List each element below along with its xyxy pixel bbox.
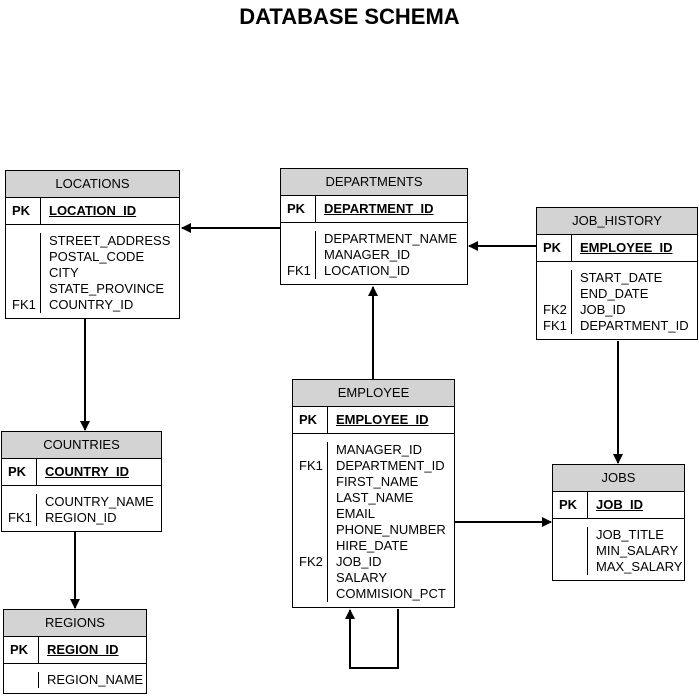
primary-key: JOB_ID	[596, 497, 643, 512]
key-marker	[8, 494, 36, 510]
attribute: REGION_NAME	[47, 672, 144, 687]
attribute: COMMISION_PCT	[336, 586, 446, 601]
entity-departments-name: DEPARTMENTS	[281, 169, 467, 196]
pk-label: PK	[553, 492, 588, 518]
key-marker	[287, 247, 315, 263]
primary-key: LOCATION_ID	[49, 203, 137, 218]
attribute: REGION_ID	[45, 510, 117, 525]
entity-job-history: JOB_HISTORY PK EMPLOYEE_ID FK2 FK1 START…	[536, 207, 698, 340]
key-marker	[12, 249, 40, 265]
attribute: MANAGER_ID	[324, 247, 410, 262]
attribute: DEPARTMENT_NAME	[324, 231, 458, 246]
attribute: START_DATE	[580, 270, 663, 285]
key-marker	[299, 442, 327, 458]
key-marker: FK1	[8, 510, 32, 525]
key-marker: FK1	[299, 458, 323, 473]
entity-employee-name: EMPLOYEE	[293, 380, 454, 407]
pk-label: PK	[293, 407, 328, 433]
attribute: JOB_ID	[580, 302, 626, 317]
attribute: DEPARTMENT_ID	[580, 318, 689, 333]
attribute: DEPARTMENT_ID	[336, 458, 445, 473]
primary-key: EMPLOYEE_ID	[580, 240, 673, 255]
pk-label: PK	[281, 196, 316, 222]
key-marker: FK2	[299, 554, 323, 569]
attribute: CITY	[49, 265, 79, 280]
attribute: MIN_SALARY	[596, 543, 679, 558]
attribute: PHONE_NUMBER	[336, 522, 446, 537]
attribute: MANAGER_ID	[336, 442, 422, 457]
primary-key: DEPARTMENT_ID	[324, 201, 434, 216]
key-marker	[299, 506, 327, 522]
key-marker	[299, 586, 327, 602]
pk-label: PK	[2, 459, 37, 485]
attribute: COUNTRY_ID	[49, 297, 134, 312]
entity-regions: REGIONS PK REGION_ID REGION_NAME	[3, 609, 147, 694]
entity-job-history-name: JOB_HISTORY	[537, 208, 697, 235]
pk-label: PK	[537, 235, 572, 261]
entity-employee: EMPLOYEE PK EMPLOYEE_ID FK1 FK2 MANAGER_…	[292, 379, 455, 608]
pk-label: PK	[4, 637, 39, 663]
attribute: POSTAL_CODE	[49, 249, 145, 264]
key-marker	[299, 490, 327, 506]
attribute: STATE_PROVINCE	[49, 281, 165, 296]
primary-key: COUNTRY_ID	[45, 464, 130, 479]
pk-label: PK	[6, 198, 41, 224]
key-marker: FK1	[12, 297, 36, 312]
key-marker	[299, 474, 327, 490]
attribute: SALARY	[336, 570, 388, 585]
attribute: COUNTRY_NAME	[45, 494, 154, 509]
entity-locations: LOCATIONS PK LOCATION_ID FK1 STREET_ADDR…	[5, 170, 180, 319]
key-marker: FK1	[287, 263, 311, 278]
key-marker	[559, 527, 587, 543]
attribute: LAST_NAME	[336, 490, 414, 505]
entity-locations-name: LOCATIONS	[6, 171, 179, 198]
attribute: LOCATION_ID	[324, 263, 410, 278]
key-marker	[543, 286, 571, 302]
key-marker	[287, 231, 315, 247]
attribute: JOB_ID	[336, 554, 382, 569]
attribute: EMAIL	[336, 506, 376, 521]
page-title: DATABASE SCHEMA	[239, 4, 460, 29]
primary-key: EMPLOYEE_ID	[336, 412, 429, 427]
key-marker: FK1	[543, 318, 567, 333]
key-marker	[12, 265, 40, 281]
key-marker	[12, 233, 40, 249]
key-marker	[299, 538, 327, 554]
key-marker: FK2	[543, 302, 567, 317]
attribute: MAX_SALARY	[596, 559, 683, 574]
entity-departments: DEPARTMENTS PK DEPARTMENT_ID FK1 DEPARTM…	[280, 168, 468, 285]
attribute: STREET_ADDRESS	[49, 233, 171, 248]
entity-jobs-name: JOBS	[553, 465, 684, 492]
attribute: HIRE_DATE	[336, 538, 408, 553]
key-marker	[299, 522, 327, 538]
entity-jobs: JOBS PK JOB_ID JOB_TITLE MIN_SALARY MAX_…	[552, 464, 685, 581]
attribute: JOB_TITLE	[596, 527, 664, 542]
link-employee-self	[345, 609, 399, 669]
entity-regions-name: REGIONS	[4, 610, 146, 637]
primary-key: REGION_ID	[47, 642, 119, 657]
attribute: END_DATE	[580, 286, 649, 301]
key-marker	[299, 570, 327, 586]
entity-countries: COUNTRIES PK COUNTRY_ID FK1 COUNTRY_NAME…	[1, 431, 162, 532]
key-marker	[559, 543, 587, 559]
key-marker	[12, 281, 40, 297]
key-marker	[559, 559, 587, 575]
key-marker	[543, 270, 571, 286]
key-marker	[10, 672, 38, 688]
attribute: FIRST_NAME	[336, 474, 419, 489]
entity-countries-name: COUNTRIES	[2, 432, 161, 459]
